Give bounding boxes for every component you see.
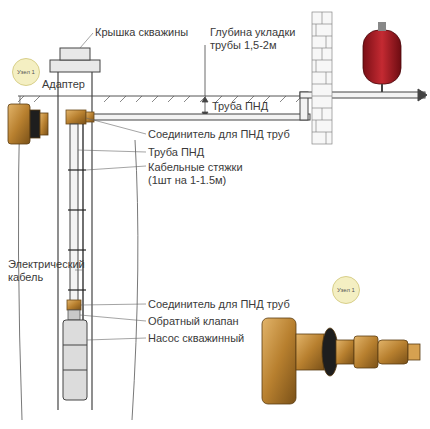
part-label: Кабельные стяжки (1шт на 1-1.5м) <box>148 161 248 187</box>
part-label: Крышка скважины <box>95 26 195 39</box>
fitting-photo <box>262 318 420 404</box>
part-label: Обратный клапан <box>148 315 268 328</box>
part-label: Глубина укладки трубы 1,5-2м <box>210 26 310 52</box>
node-label: Узел 1 <box>17 69 35 75</box>
check-valve <box>68 310 80 320</box>
part-label: Насос скважинный <box>148 332 268 345</box>
house-wall <box>312 12 332 144</box>
node-marker: Узел 1 <box>332 276 360 304</box>
expansion-tank <box>363 22 401 92</box>
pipe-connector <box>67 300 81 310</box>
part-label: Соединитель для ПНД труб <box>148 298 308 311</box>
part-label: Труба ПНД <box>148 146 248 159</box>
well-casing <box>58 72 92 410</box>
depth-dimension <box>202 45 208 117</box>
horizontal-pipe <box>80 89 427 120</box>
vertical-pipe <box>70 124 78 310</box>
part-label: Труба ПНД <box>212 100 292 113</box>
electric-cable <box>82 124 83 330</box>
cable-ties <box>68 170 86 290</box>
part-label: Электрический кабель <box>8 258 74 284</box>
leader-lines <box>75 33 146 340</box>
borehole-pump <box>63 320 87 400</box>
node-label: Узел 1 <box>337 287 355 293</box>
part-label: Адаптер <box>42 78 102 91</box>
adapter-photo <box>8 104 48 144</box>
well-cap <box>50 48 100 72</box>
adapter-fitting <box>66 110 94 124</box>
part-label: Соединитель для ПНД труб <box>148 128 308 141</box>
node-marker: Узел 1 <box>12 58 40 86</box>
